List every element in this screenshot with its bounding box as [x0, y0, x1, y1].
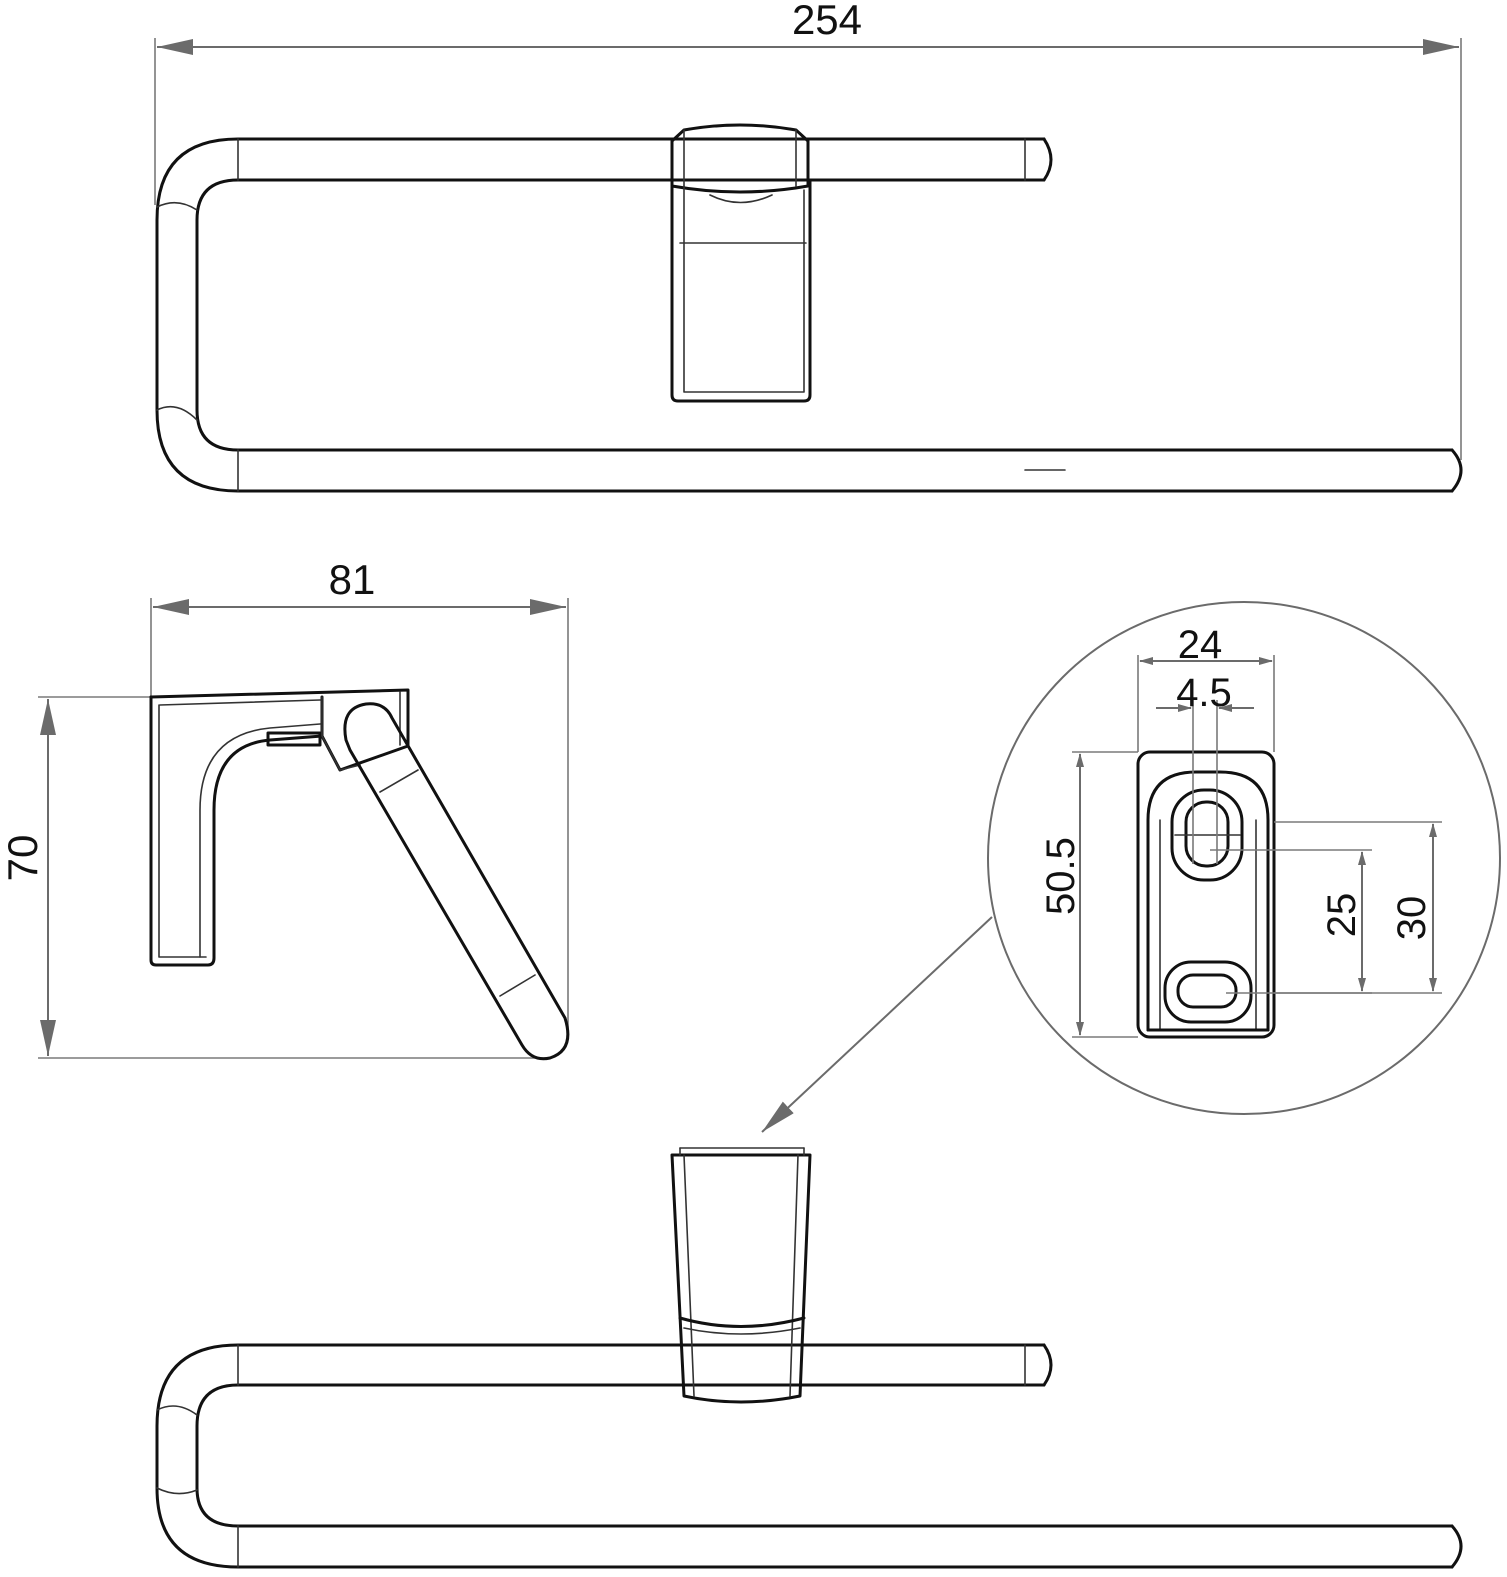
detail-view: 24 4.5 50.5 25 30	[761, 601, 1501, 1133]
detail-bracket	[1136, 750, 1276, 1039]
dim-label-hole-to-bottom: 30	[1390, 896, 1434, 941]
dim-label-bracket-height: 50.5	[1039, 837, 1083, 915]
bottom-view	[155, 1147, 1463, 1569]
mount-block-bottom	[670, 1147, 812, 1404]
top-view: 254	[154, 0, 1463, 493]
dimension-height: 70	[0, 696, 548, 1059]
dim-label-depth: 81	[329, 556, 376, 603]
dim-label-overall-width: 254	[792, 0, 862, 43]
mount-block-top	[670, 123, 812, 403]
dimension-hole-to-bottom: 30	[1274, 821, 1442, 994]
dim-label-slot-width: 4.5	[1176, 671, 1232, 715]
dim-label-hole-spacing: 25	[1320, 893, 1364, 938]
dimension-hole-spacing: 25	[1210, 849, 1372, 994]
dimension-depth: 81	[150, 556, 569, 1030]
dim-label-height: 70	[0, 835, 46, 882]
towel-bar-bottom	[155, 1343, 1463, 1569]
dimension-bracket-width: 24	[1137, 623, 1275, 752]
dimension-overall-width: 254	[154, 0, 1462, 460]
dim-label-bracket-width: 24	[1178, 623, 1223, 667]
dimension-slot-width: 4.5	[1156, 671, 1254, 864]
side-view: 81 70	[0, 556, 570, 1061]
side-bracket	[149, 688, 410, 967]
towel-bar-top	[155, 137, 1463, 493]
dimension-bracket-height: 50.5	[1039, 751, 1138, 1038]
side-bar	[343, 702, 570, 1061]
